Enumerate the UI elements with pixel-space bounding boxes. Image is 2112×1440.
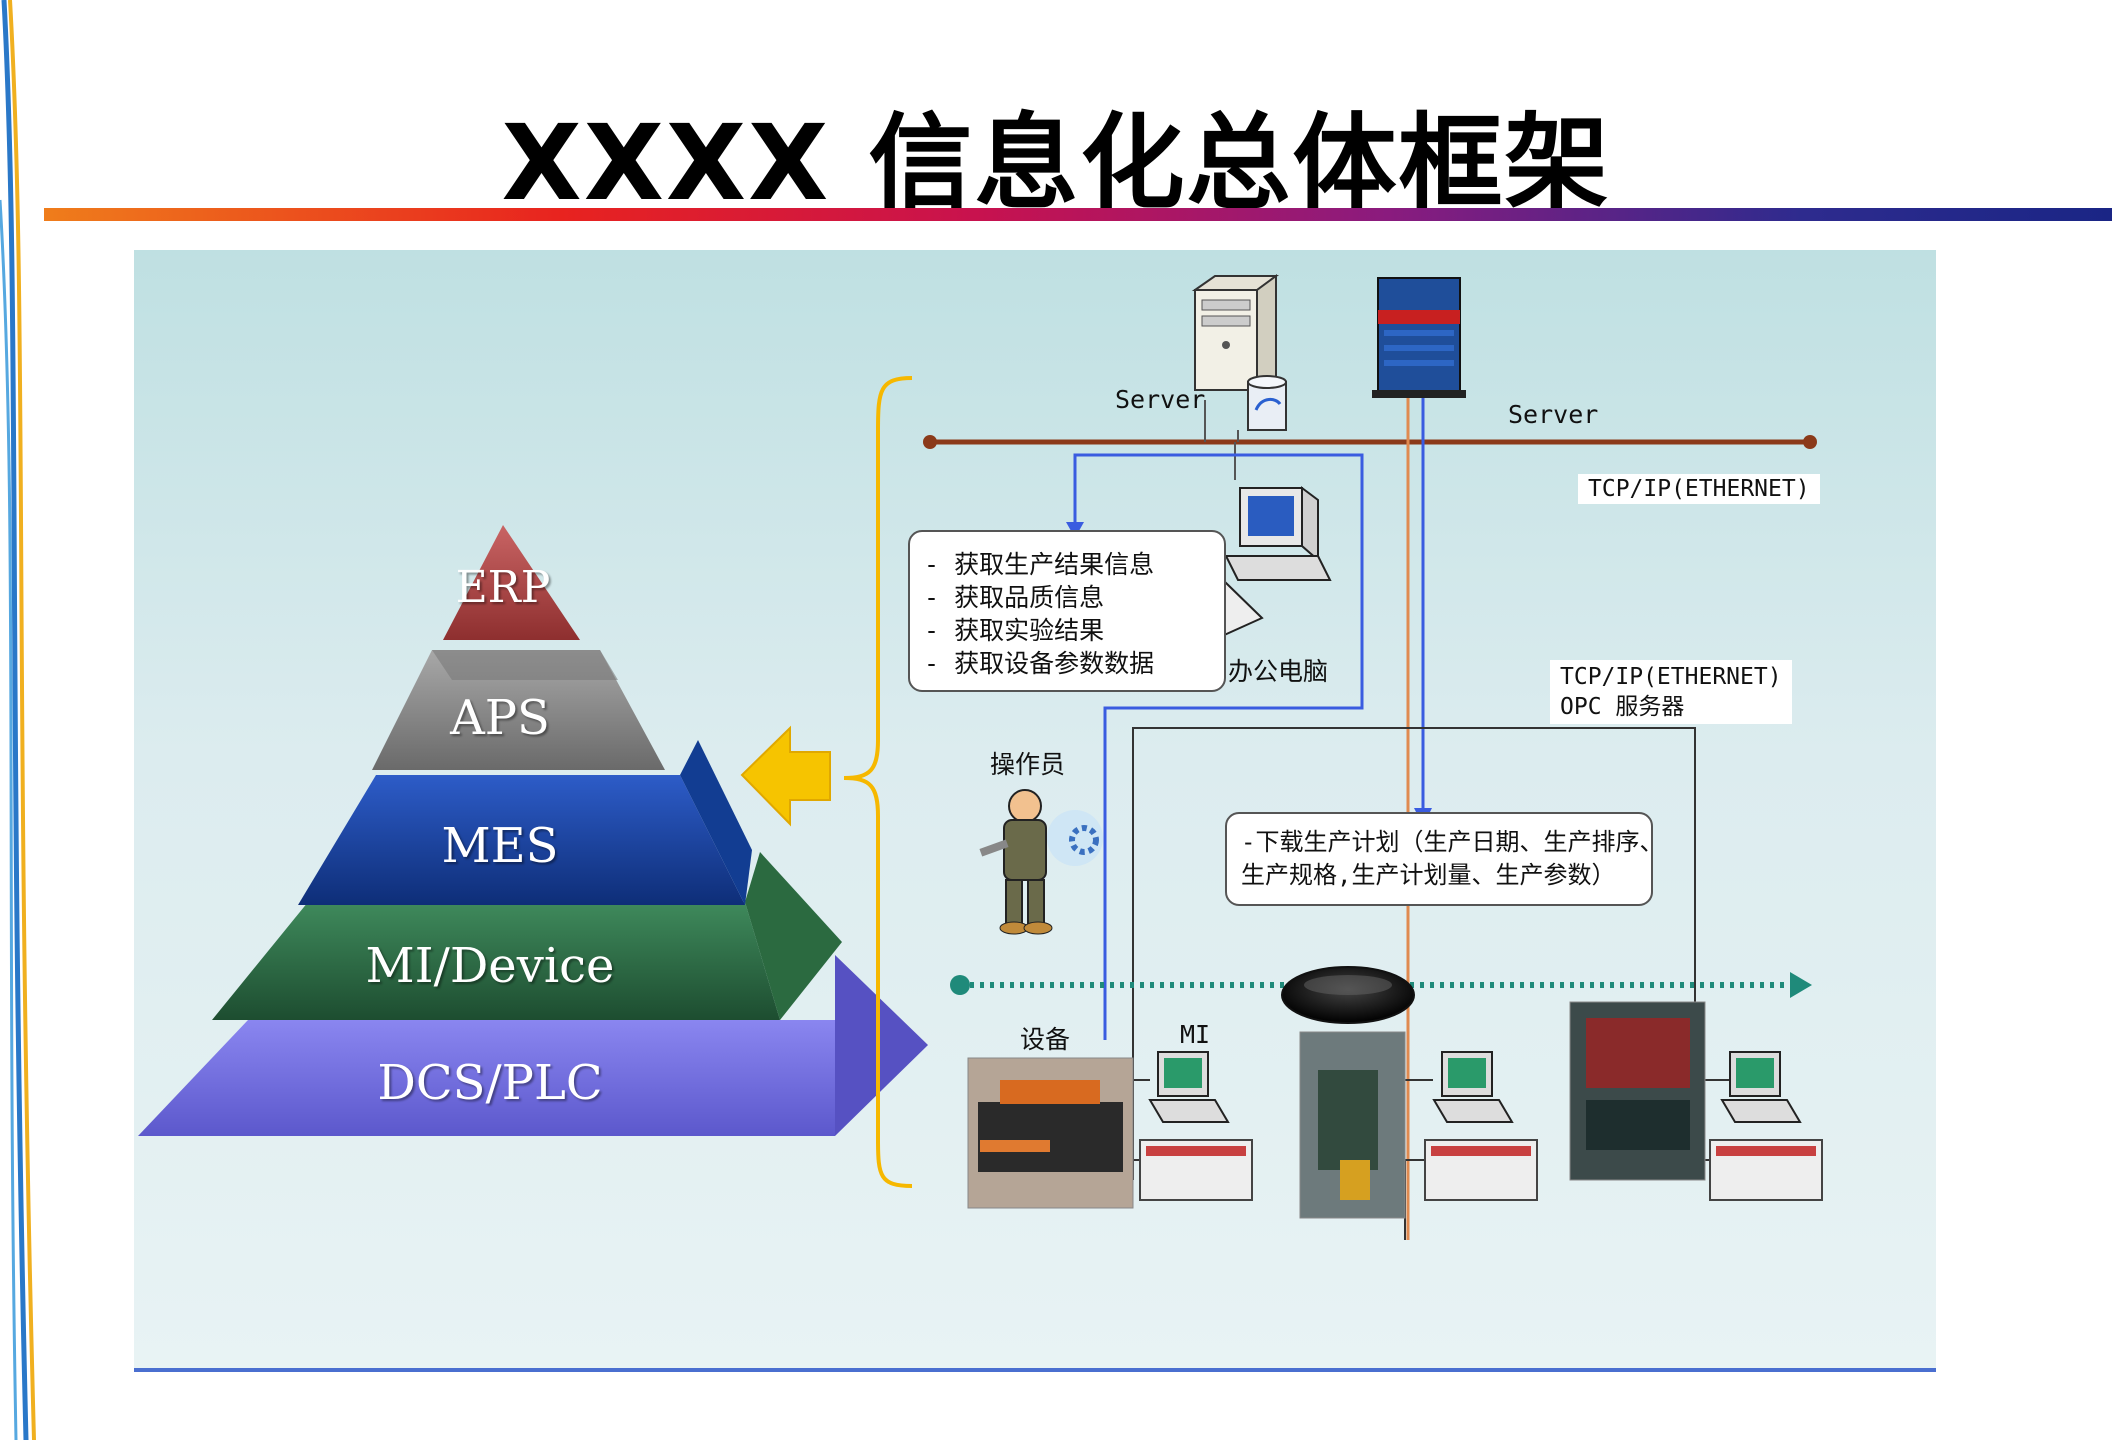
pyramid-label-dcs-plc: DCS/PLC: [377, 1055, 603, 1111]
server-left-label: Server: [1115, 385, 1206, 414]
left-arrow-icon: [740, 725, 831, 827]
operator-icon: [979, 789, 1103, 935]
mi-terminal-3: [1720, 1051, 1802, 1123]
plc-rack-1: [1139, 1139, 1253, 1201]
pyramid-level-erp: [443, 525, 580, 640]
equipment-photo-3: [1569, 1001, 1706, 1181]
server-rack-icon: [1372, 277, 1466, 398]
server-right-label: Server: [1508, 400, 1599, 429]
brace-icon: [843, 376, 913, 1188]
info-line-3: - 获取实验结果: [924, 616, 1105, 645]
equipment-photo-2: [1299, 1031, 1406, 1219]
pyramid-label-erp: ERP: [455, 562, 551, 613]
pyramid-level-mi-device: [212, 902, 780, 1020]
info-line-2: - 获取品质信息: [924, 583, 1105, 612]
tcp-ip-opc-label: TCP/IP(ETHERNET) OPC 服务器: [1550, 660, 1792, 724]
pyramid-label-aps: APS: [450, 690, 550, 746]
plc-rack-3: [1709, 1139, 1823, 1201]
download-plan-box: -下载生产计划（生产日期、生产排序、 生产规格,生产计划量、生产参数）: [1225, 812, 1664, 906]
equipment-label: 设备: [1020, 1025, 1071, 1054]
title-divider: [44, 208, 2112, 221]
office-pc-label: 办公电脑: [1228, 657, 1329, 686]
pyramid: [138, 525, 928, 1136]
mi-terminal-1: [1148, 1051, 1230, 1123]
tcp-ip-label-2: TCP/IP(ETHERNET): [1560, 664, 1782, 690]
server-tower-icon: [1191, 274, 1280, 392]
mi-label: MI: [1180, 1020, 1211, 1049]
pyramid-level-mes: [298, 775, 745, 905]
page-title: XXXX 信息化总体框架: [501, 102, 1611, 224]
equipment-photo-1: [967, 1057, 1134, 1209]
left-edge-decoration: [0, 0, 36, 1440]
operator-label: 操作员: [990, 750, 1066, 779]
info-line-1: - 获取生产结果信息: [924, 550, 1155, 579]
info-line-4: - 获取设备参数数据: [924, 649, 1155, 678]
plc-rack-2: [1424, 1139, 1538, 1201]
pyramid-level-dcs-plc: [138, 1020, 835, 1136]
pyramid-label-mes: MES: [441, 818, 559, 874]
info-retrieval-box: - 获取生产结果信息 - 获取品质信息 - 获取实验结果 - 获取设备参数数据: [908, 530, 1226, 692]
opc-server-label: OPC 服务器: [1560, 694, 1685, 720]
panel-bottom-border: [134, 1368, 1936, 1372]
download-line-1: -下载生产计划（生产日期、生产排序、: [1241, 828, 1664, 856]
tcp-ip-label-top: TCP/IP(ETHERNET): [1578, 474, 1820, 504]
database-icon: [1247, 375, 1287, 431]
mi-terminal-2: [1432, 1051, 1514, 1123]
download-line-2: 生产规格,生产计划量、生产参数）: [1241, 861, 1616, 889]
pyramid-label-mi-device: MI/Device: [365, 938, 615, 994]
